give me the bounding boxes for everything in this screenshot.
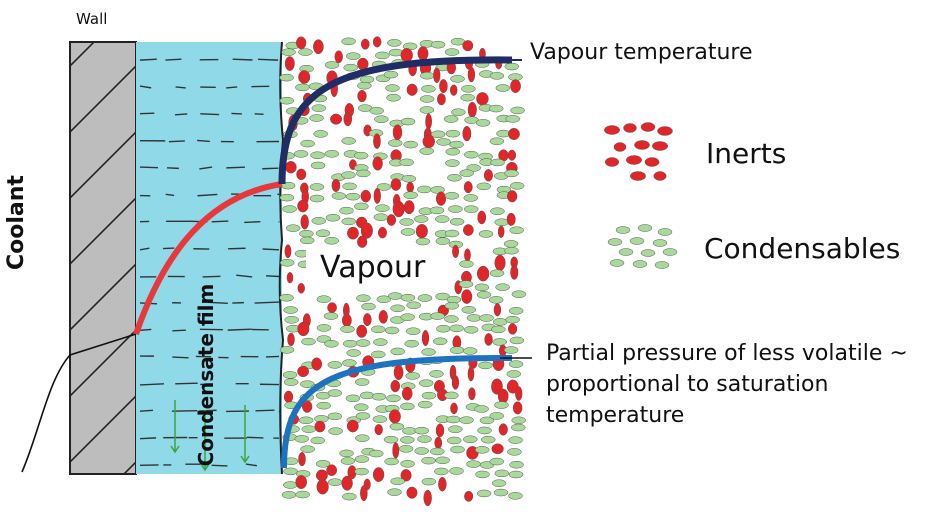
condensables-label: Condensables [704,232,901,265]
condensate-film-label: Condensate film [194,283,218,467]
condensables-legend-symbol [607,224,678,269]
partial-pressure-curve [281,354,513,469]
wall-label: Wall [76,10,108,28]
film-interface [278,41,285,475]
vapour-temperature-label: Vapour temperature [530,40,753,65]
vapour-temperature-curve [278,56,513,185]
coolant-label: Coolant [4,175,29,270]
inerts-label: Inerts [706,137,787,170]
drip-arrows [170,400,250,472]
film-temperature-curve [133,181,283,335]
gas-particles [279,36,527,507]
inerts-legend-symbol [604,122,673,181]
coolant-temperature-curve [21,333,137,473]
partial-pressure-label: Partial pressure of less volatile ~ prop… [546,341,908,428]
film-dash-lines [139,58,280,467]
vapour-label: Vapour [306,248,440,289]
